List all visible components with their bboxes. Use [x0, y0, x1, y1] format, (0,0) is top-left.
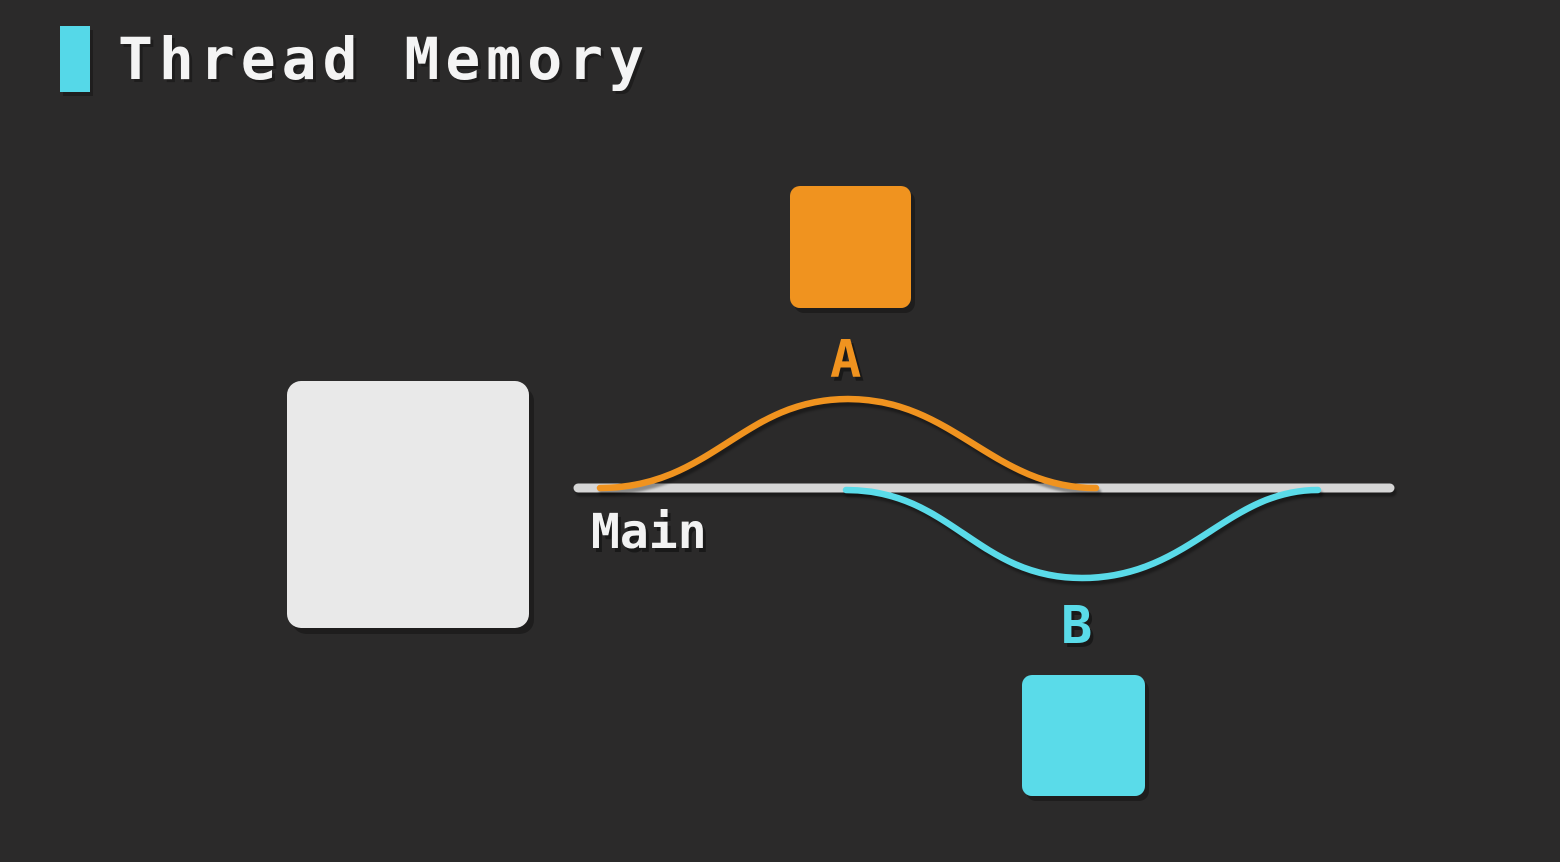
thread-b-label: B	[1061, 596, 1093, 656]
title-accent-bar	[60, 26, 90, 92]
title-row: Thread Memory	[60, 26, 650, 92]
page-title: Thread Memory	[118, 25, 650, 93]
thread-a-curve	[596, 395, 1100, 492]
shared-memory-block	[287, 381, 529, 628]
thread-b-curve	[842, 486, 1322, 582]
thread-a-label: A	[830, 330, 862, 390]
main-thread-label: Main	[591, 504, 707, 560]
thread-b-block	[1022, 675, 1145, 796]
thread-a-block	[790, 186, 911, 308]
